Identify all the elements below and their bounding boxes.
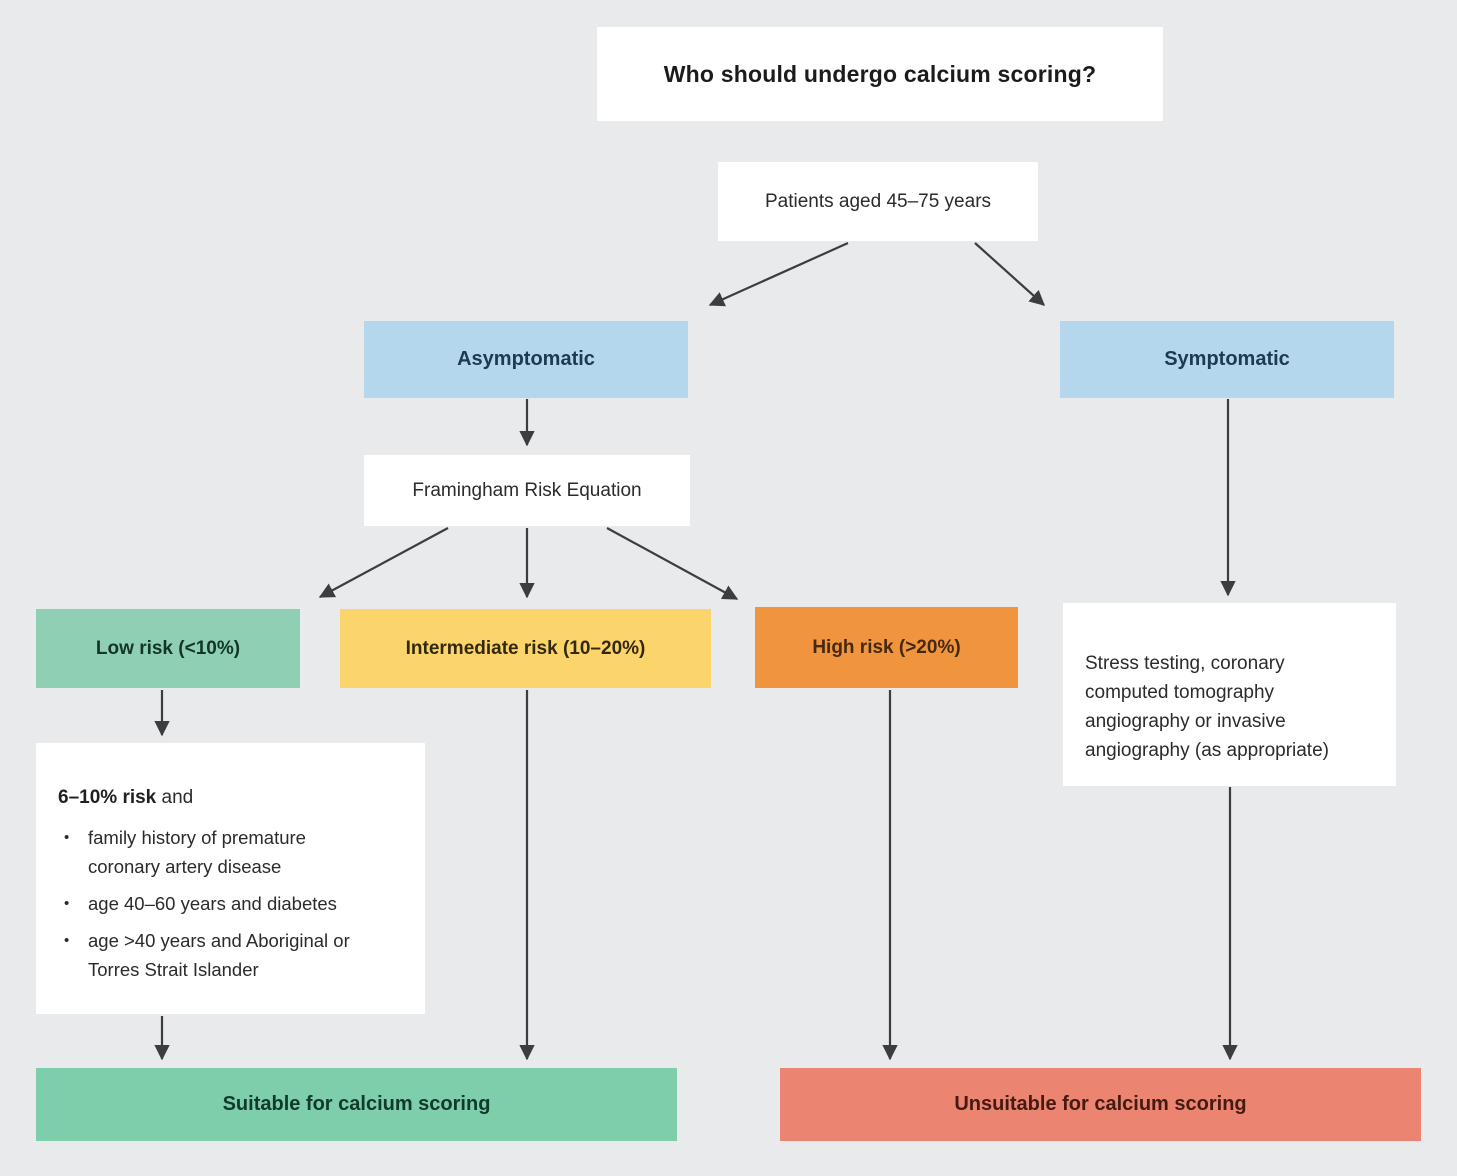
node-intermediate-risk-label: Intermediate risk (10–20%) — [405, 637, 646, 659]
outcome-suitable-label: Suitable for calcium scoring — [222, 1093, 491, 1115]
stress-line-1: Stress testing, coronary — [1085, 653, 1285, 674]
outcome-unsuitable-label: Unsuitable for calcium scoring — [954, 1093, 1247, 1115]
low-risk-criteria-list: family history of premature coronary art… — [58, 823, 350, 984]
arrow-framingham-to-low-risk — [318, 527, 449, 598]
node-intermediate-risk: Intermediate risk (10–20%) — [340, 609, 711, 688]
low-risk-criteria-heading-rest: and — [156, 787, 194, 808]
outcome-suitable: Suitable for calcium scoring — [36, 1068, 677, 1141]
title-box: Who should undergo calcium scoring? — [597, 27, 1163, 121]
node-low-risk-label: Low risk (<10%) — [95, 637, 241, 659]
stress-line-4: angiography (as appropriate) — [1085, 740, 1329, 761]
node-asymptomatic-label: Asymptomatic — [457, 348, 595, 370]
node-framingham: Framingham Risk Equation — [364, 455, 690, 526]
list-item: age 40–60 years and diabetes — [58, 889, 350, 918]
stress-line-2: computed tomography — [1085, 682, 1275, 703]
node-high-risk-label: High risk (>20%) — [812, 636, 961, 658]
list-item: age >40 years and Aboriginal or Torres S… — [58, 926, 350, 984]
node-symptomatic: Symptomatic — [1060, 321, 1394, 398]
arrow-patients-to-symptomatic — [974, 242, 1045, 306]
low-risk-criteria-heading: 6–10% risk and — [58, 787, 405, 809]
node-high-risk: High risk (>20%) — [755, 607, 1018, 688]
stress-line-3: angiography or invasive — [1085, 711, 1286, 732]
node-symptomatic-label: Symptomatic — [1164, 348, 1290, 370]
node-patients-label: Patients aged 45–75 years — [764, 190, 992, 212]
node-patients: Patients aged 45–75 years — [718, 162, 1038, 241]
arrow-framingham-to-high-risk — [606, 527, 739, 600]
node-asymptomatic: Asymptomatic — [364, 321, 688, 398]
node-low-risk-criteria: 6–10% risk and family history of prematu… — [36, 743, 425, 1014]
low-risk-criteria-heading-bold: 6–10% risk — [58, 787, 157, 808]
arrow-patients-to-asymptomatic — [708, 241, 849, 307]
node-low-risk: Low risk (<10%) — [36, 609, 300, 688]
page-title: Who should undergo calcium scoring? — [663, 60, 1097, 87]
node-framingham-label: Framingham Risk Equation — [412, 479, 642, 501]
outcome-unsuitable: Unsuitable for calcium scoring — [780, 1068, 1421, 1141]
node-stress-testing: Stress testing, coronary computed tomogr… — [1063, 603, 1396, 786]
list-item: family history of premature coronary art… — [58, 823, 350, 881]
